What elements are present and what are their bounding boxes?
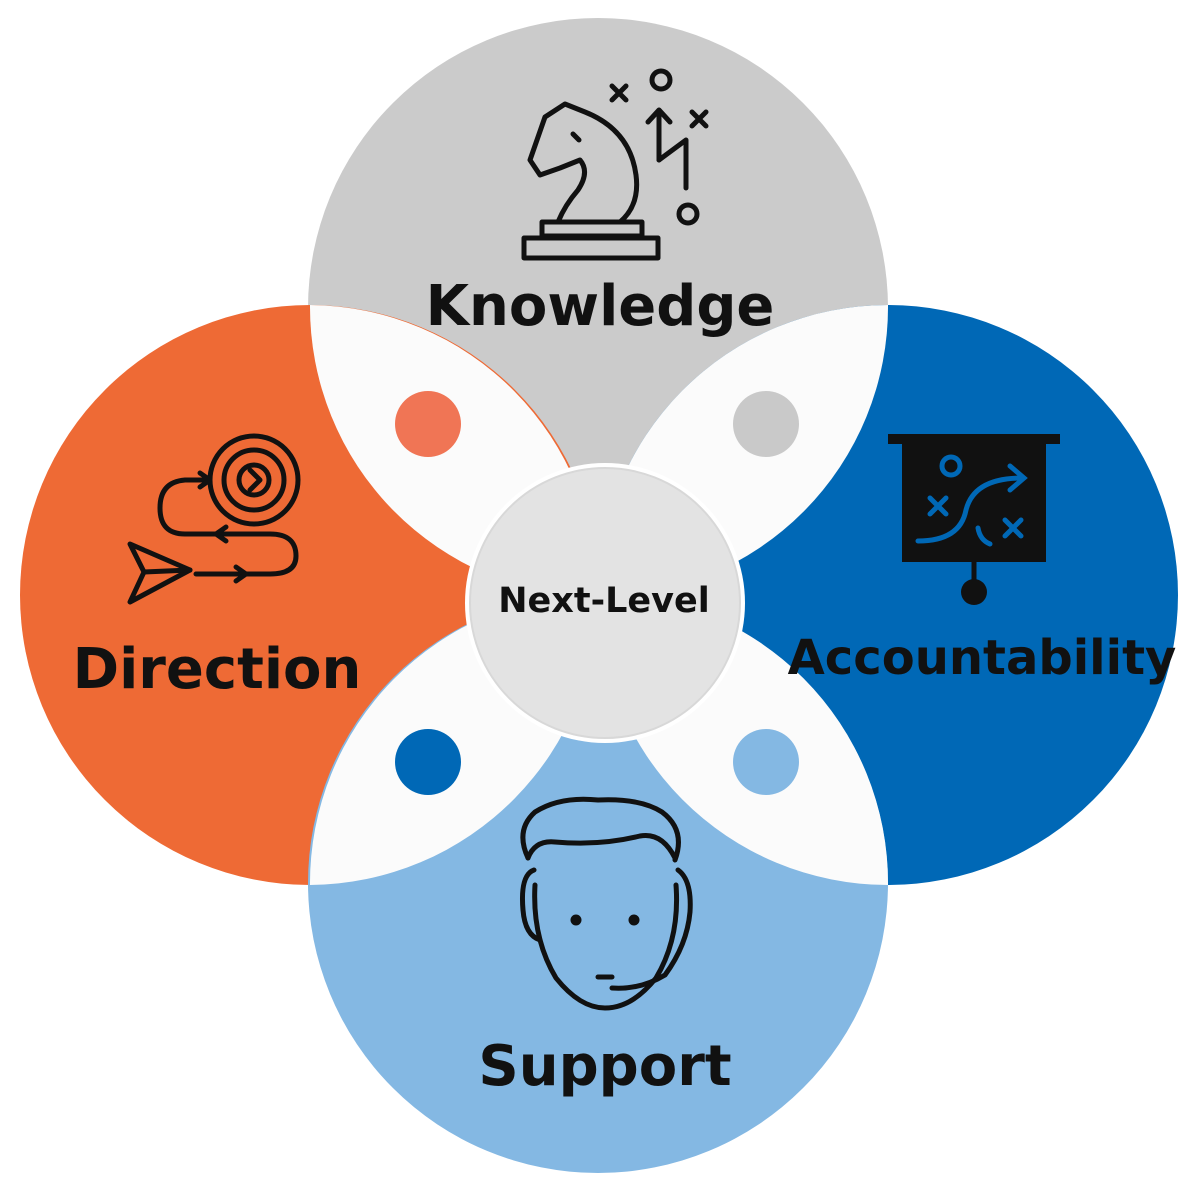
strategy-board-icon xyxy=(888,434,1060,605)
dot-gray xyxy=(733,391,799,457)
direction-label: Direction xyxy=(73,637,362,702)
accountability-label: Accountability xyxy=(788,630,1177,686)
headset-agent-icon xyxy=(520,796,693,1011)
center-circle-inner xyxy=(469,467,741,739)
support-label: Support xyxy=(478,1034,731,1099)
dot-orange xyxy=(395,391,461,457)
target-path-icon xyxy=(127,433,301,605)
dot-blue xyxy=(395,729,461,795)
dot-light-blue xyxy=(733,729,799,795)
chess-knight-strategy-icon xyxy=(521,68,709,261)
center-label: Next-Level xyxy=(498,581,709,621)
knowledge-label: Knowledge xyxy=(426,274,775,339)
